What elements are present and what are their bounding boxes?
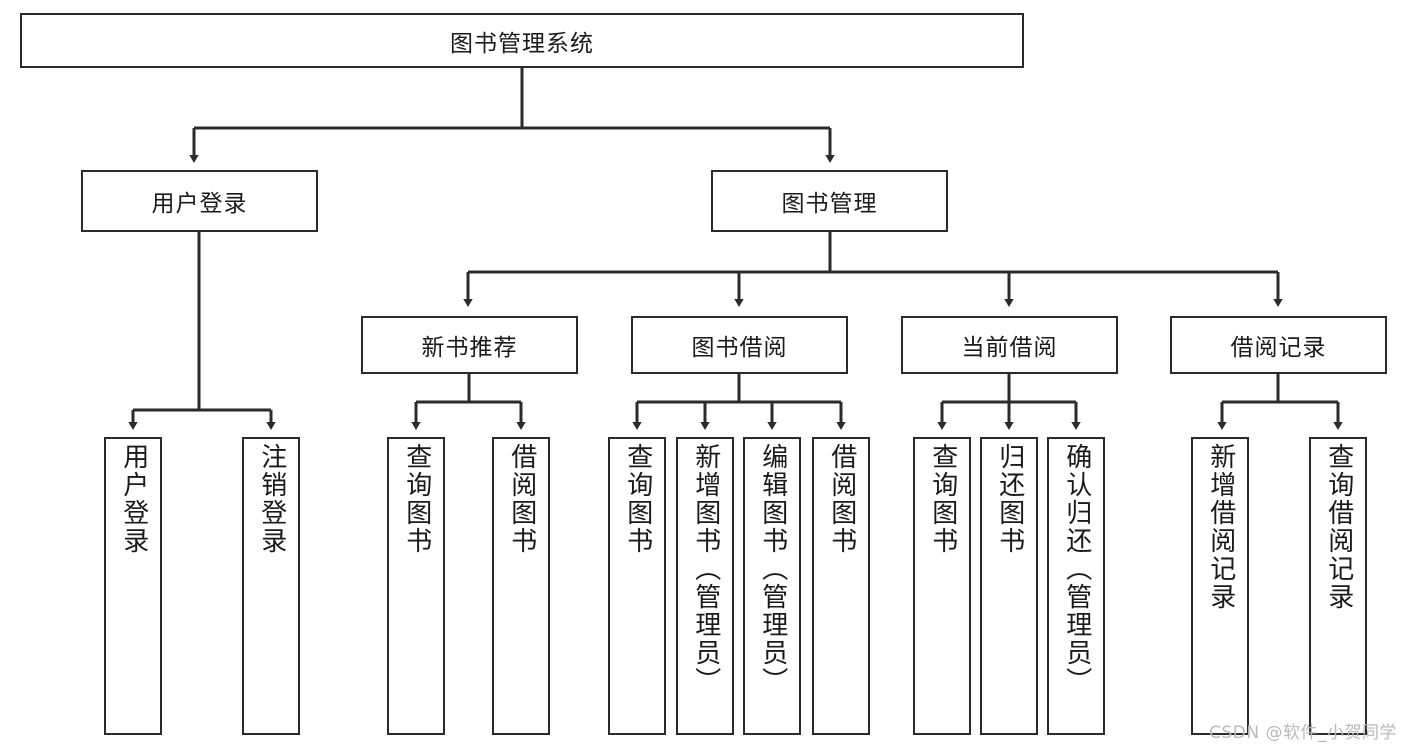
leaf-user-login[interactable]: 用户登录 bbox=[104, 437, 162, 735]
leaf-add-book-admin[interactable]: 新增图书（管理员） bbox=[676, 437, 734, 735]
node-borrow-record[interactable]: 借阅记录 bbox=[1170, 316, 1387, 374]
node-book-management[interactable]: 图书管理 bbox=[711, 170, 948, 232]
leaf-query-borrow-record[interactable]: 查询借阅记录 bbox=[1309, 437, 1367, 735]
node-label: 查询图书 bbox=[401, 443, 432, 555]
node-book-borrow[interactable]: 图书借阅 bbox=[631, 316, 848, 374]
leaf-confirm-return-admin[interactable]: 确认归还（管理员） bbox=[1047, 437, 1105, 735]
node-root-book-management-system[interactable]: 图书管理系统 bbox=[20, 13, 1024, 68]
node-label: 借阅图书 bbox=[506, 443, 537, 555]
node-label: 用户登录 bbox=[118, 443, 149, 555]
node-label: 归还图书 bbox=[994, 443, 1025, 555]
node-label: 图书借阅 bbox=[691, 335, 788, 361]
node-label: 确认归还（管理员） bbox=[1061, 443, 1092, 695]
leaf-return-book[interactable]: 归还图书 bbox=[980, 437, 1038, 735]
leaf-borrow-book-recommend[interactable]: 借阅图书 bbox=[492, 437, 550, 735]
node-label: 新增图书（管理员） bbox=[690, 443, 721, 695]
node-label: 图书管理 bbox=[781, 191, 878, 217]
node-user-login[interactable]: 用户登录 bbox=[81, 170, 318, 232]
node-new-book-recommend[interactable]: 新书推荐 bbox=[361, 316, 578, 374]
node-label: 用户登录 bbox=[151, 191, 248, 217]
node-current-borrow[interactable]: 当前借阅 bbox=[901, 316, 1118, 374]
leaf-edit-book-admin[interactable]: 编辑图书（管理员） bbox=[743, 437, 801, 735]
leaf-borrow-book[interactable]: 借阅图书 bbox=[812, 437, 870, 735]
leaf-query-book-borrow[interactable]: 查询图书 bbox=[608, 437, 666, 735]
leaf-query-book-current[interactable]: 查询图书 bbox=[913, 437, 971, 735]
node-label: 借阅图书 bbox=[826, 443, 857, 555]
node-label: 新增借阅记录 bbox=[1205, 443, 1236, 611]
node-label: 新书推荐 bbox=[421, 335, 518, 361]
node-label: 注销登录 bbox=[256, 443, 287, 555]
leaf-query-book-recommend[interactable]: 查询图书 bbox=[387, 437, 445, 735]
node-label: 编辑图书（管理员） bbox=[757, 443, 788, 695]
leaf-add-borrow-record[interactable]: 新增借阅记录 bbox=[1191, 437, 1249, 735]
node-label: 借阅记录 bbox=[1230, 335, 1327, 361]
node-label: 查询图书 bbox=[927, 443, 958, 555]
watermark-text: CSDN @软件_小贺同学 bbox=[1209, 723, 1397, 743]
node-label: 当前借阅 bbox=[961, 335, 1058, 361]
node-label: 查询图书 bbox=[622, 443, 653, 555]
node-label: 查询借阅记录 bbox=[1323, 443, 1354, 611]
node-label: 图书管理系统 bbox=[450, 30, 594, 57]
leaf-logout[interactable]: 注销登录 bbox=[242, 437, 300, 735]
